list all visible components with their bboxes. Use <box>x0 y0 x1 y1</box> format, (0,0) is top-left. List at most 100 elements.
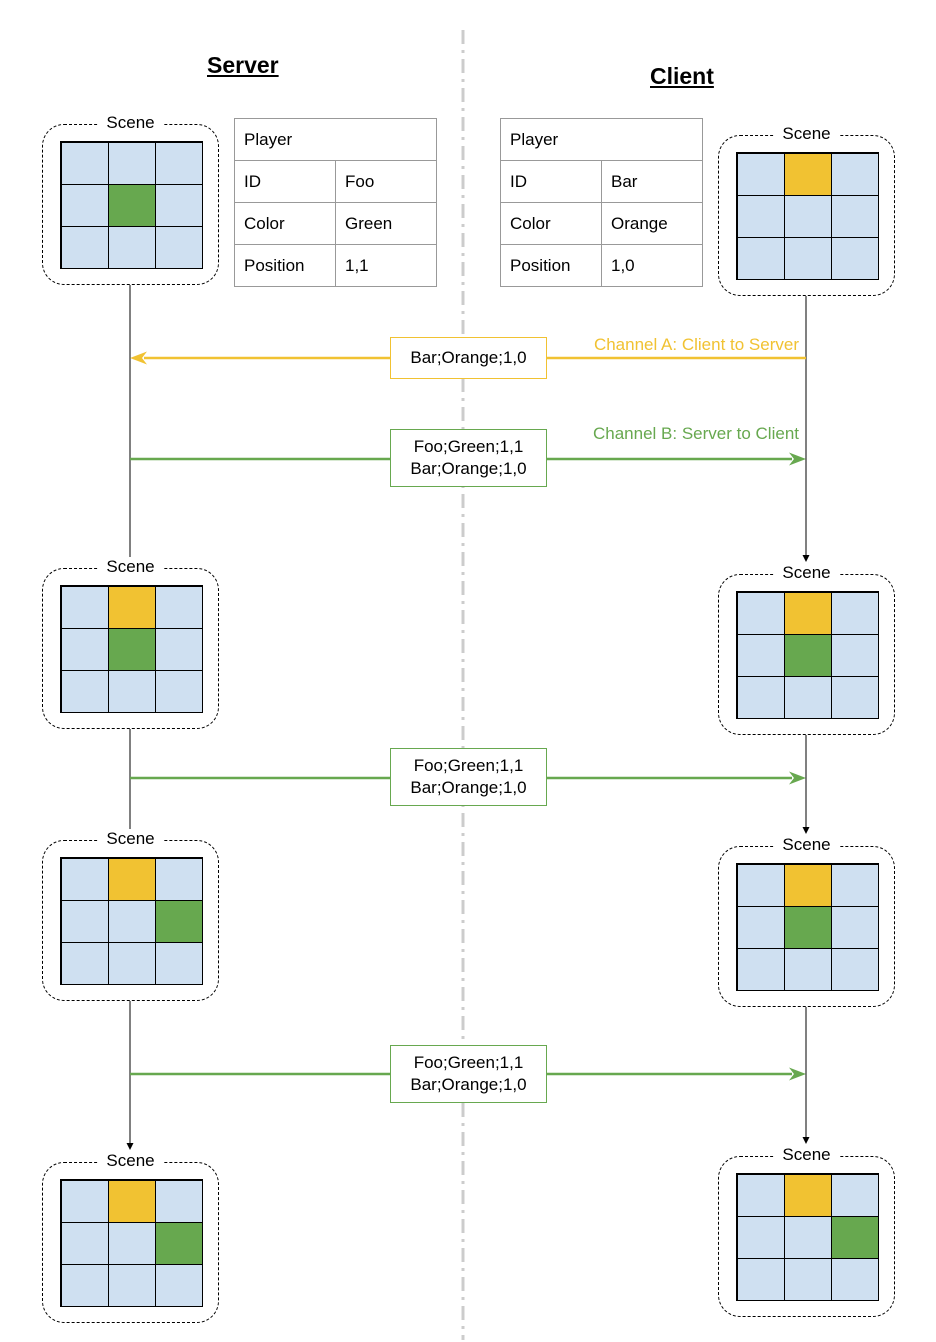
client-scene: Scene <box>718 1145 895 1317</box>
message-box: Foo;Green;1,1 Bar;Orange;1,0 <box>390 748 547 806</box>
message-arrowhead <box>789 771 806 785</box>
grid-cell <box>736 1257 785 1301</box>
message-line: Foo;Green;1,1 <box>413 437 524 456</box>
message-line: Bar;Orange;1,0 <box>410 778 527 797</box>
scene-grid <box>736 863 879 991</box>
grid-cell <box>107 899 156 943</box>
timeline-arrowhead <box>802 555 810 562</box>
scene-label: Scene <box>773 835 840 855</box>
grid-cell <box>830 194 879 238</box>
grid-cell <box>830 675 879 719</box>
timeline-arrowhead <box>802 827 810 834</box>
message-line: Foo;Green;1,1 <box>413 756 524 775</box>
message-arrowhead <box>130 351 147 365</box>
grid-cell <box>60 1179 109 1223</box>
grid-cell <box>60 1263 109 1307</box>
table-key: Color <box>234 202 336 245</box>
client-scene: Scene <box>718 124 895 296</box>
table-title: Player <box>500 118 703 161</box>
client-scene: Scene <box>718 563 895 735</box>
grid-cell-green <box>154 899 203 943</box>
grid-cell <box>830 1257 879 1301</box>
table-value: 1,1 <box>335 244 437 287</box>
server-player-table: Player ID Foo Color Green Position 1,1 <box>234 118 437 287</box>
client-player-table: Player ID Bar Color Orange Position 1,0 <box>500 118 703 287</box>
grid-cell <box>107 225 156 269</box>
grid-cell <box>107 1221 156 1265</box>
grid-cell <box>736 1173 785 1217</box>
scene-grid <box>736 1173 879 1301</box>
grid-cell <box>154 1263 203 1307</box>
scene-label: Scene <box>97 113 164 133</box>
grid-cell <box>60 669 109 713</box>
grid-cell <box>736 1215 785 1259</box>
server-heading: Server <box>207 52 279 78</box>
grid-cell-orange <box>107 1179 156 1223</box>
grid-cell-green <box>107 183 156 227</box>
grid-cell-orange <box>107 857 156 901</box>
message-box: Foo;Green;1,1 Bar;Orange;1,0 <box>390 429 547 487</box>
grid-cell <box>154 585 203 629</box>
table-title: Player <box>234 118 437 161</box>
grid-cell-green <box>154 1221 203 1265</box>
scene-grid <box>60 857 203 985</box>
grid-cell <box>783 1257 832 1301</box>
message-arrowhead <box>789 1067 806 1081</box>
scene-label: Scene <box>773 1145 840 1165</box>
timeline-arrowhead <box>126 1143 134 1150</box>
grid-cell <box>60 899 109 943</box>
grid-cell <box>154 141 203 185</box>
grid-cell <box>736 633 785 677</box>
grid-cell <box>60 857 109 901</box>
grid-cell <box>783 194 832 238</box>
scene-grid <box>736 591 879 719</box>
timeline-arrowhead <box>802 1137 810 1144</box>
server-scene: Scene <box>42 113 219 285</box>
grid-cell <box>830 905 879 949</box>
message-line: Foo;Green;1,1 <box>413 1053 524 1072</box>
grid-cell <box>154 183 203 227</box>
grid-cell <box>830 1173 879 1217</box>
message-line: Bar;Orange;1,0 <box>410 348 527 367</box>
table-key: Position <box>234 244 336 287</box>
grid-cell <box>60 141 109 185</box>
message-arrowhead <box>789 452 806 466</box>
grid-cell-green <box>107 627 156 671</box>
grid-cell-orange <box>783 1173 832 1217</box>
grid-cell <box>154 225 203 269</box>
grid-cell <box>60 627 109 671</box>
client-heading: Client <box>650 63 714 89</box>
grid-cell <box>60 585 109 629</box>
grid-cell <box>107 141 156 185</box>
grid-cell <box>736 947 785 991</box>
server-scene: Scene <box>42 829 219 1001</box>
grid-cell <box>154 627 203 671</box>
scene-label: Scene <box>97 557 164 577</box>
grid-cell <box>107 1263 156 1307</box>
message-line: Bar;Orange;1,0 <box>410 459 527 478</box>
grid-cell <box>154 857 203 901</box>
grid-cell <box>736 863 785 907</box>
grid-cell-orange <box>783 591 832 635</box>
channel-a-label: Channel A: Client to Server <box>593 335 799 354</box>
grid-cell <box>736 591 785 635</box>
grid-cell <box>830 152 879 196</box>
grid-cell <box>60 183 109 227</box>
grid-cell <box>783 236 832 280</box>
server-scene: Scene <box>42 557 219 729</box>
grid-cell-green <box>783 905 832 949</box>
grid-cell <box>783 1215 832 1259</box>
grid-cell <box>736 675 785 719</box>
table-value: Bar <box>601 160 703 203</box>
client-scene: Scene <box>718 835 895 1007</box>
grid-cell <box>107 941 156 985</box>
scene-label: Scene <box>97 829 164 849</box>
scene-grid <box>736 152 879 280</box>
grid-cell <box>60 941 109 985</box>
scene-grid <box>60 1179 203 1307</box>
grid-cell <box>154 1179 203 1223</box>
scene-label: Scene <box>773 124 840 144</box>
table-value: Foo <box>335 160 437 203</box>
message-box: Foo;Green;1,1 Bar;Orange;1,0 <box>390 1045 547 1103</box>
